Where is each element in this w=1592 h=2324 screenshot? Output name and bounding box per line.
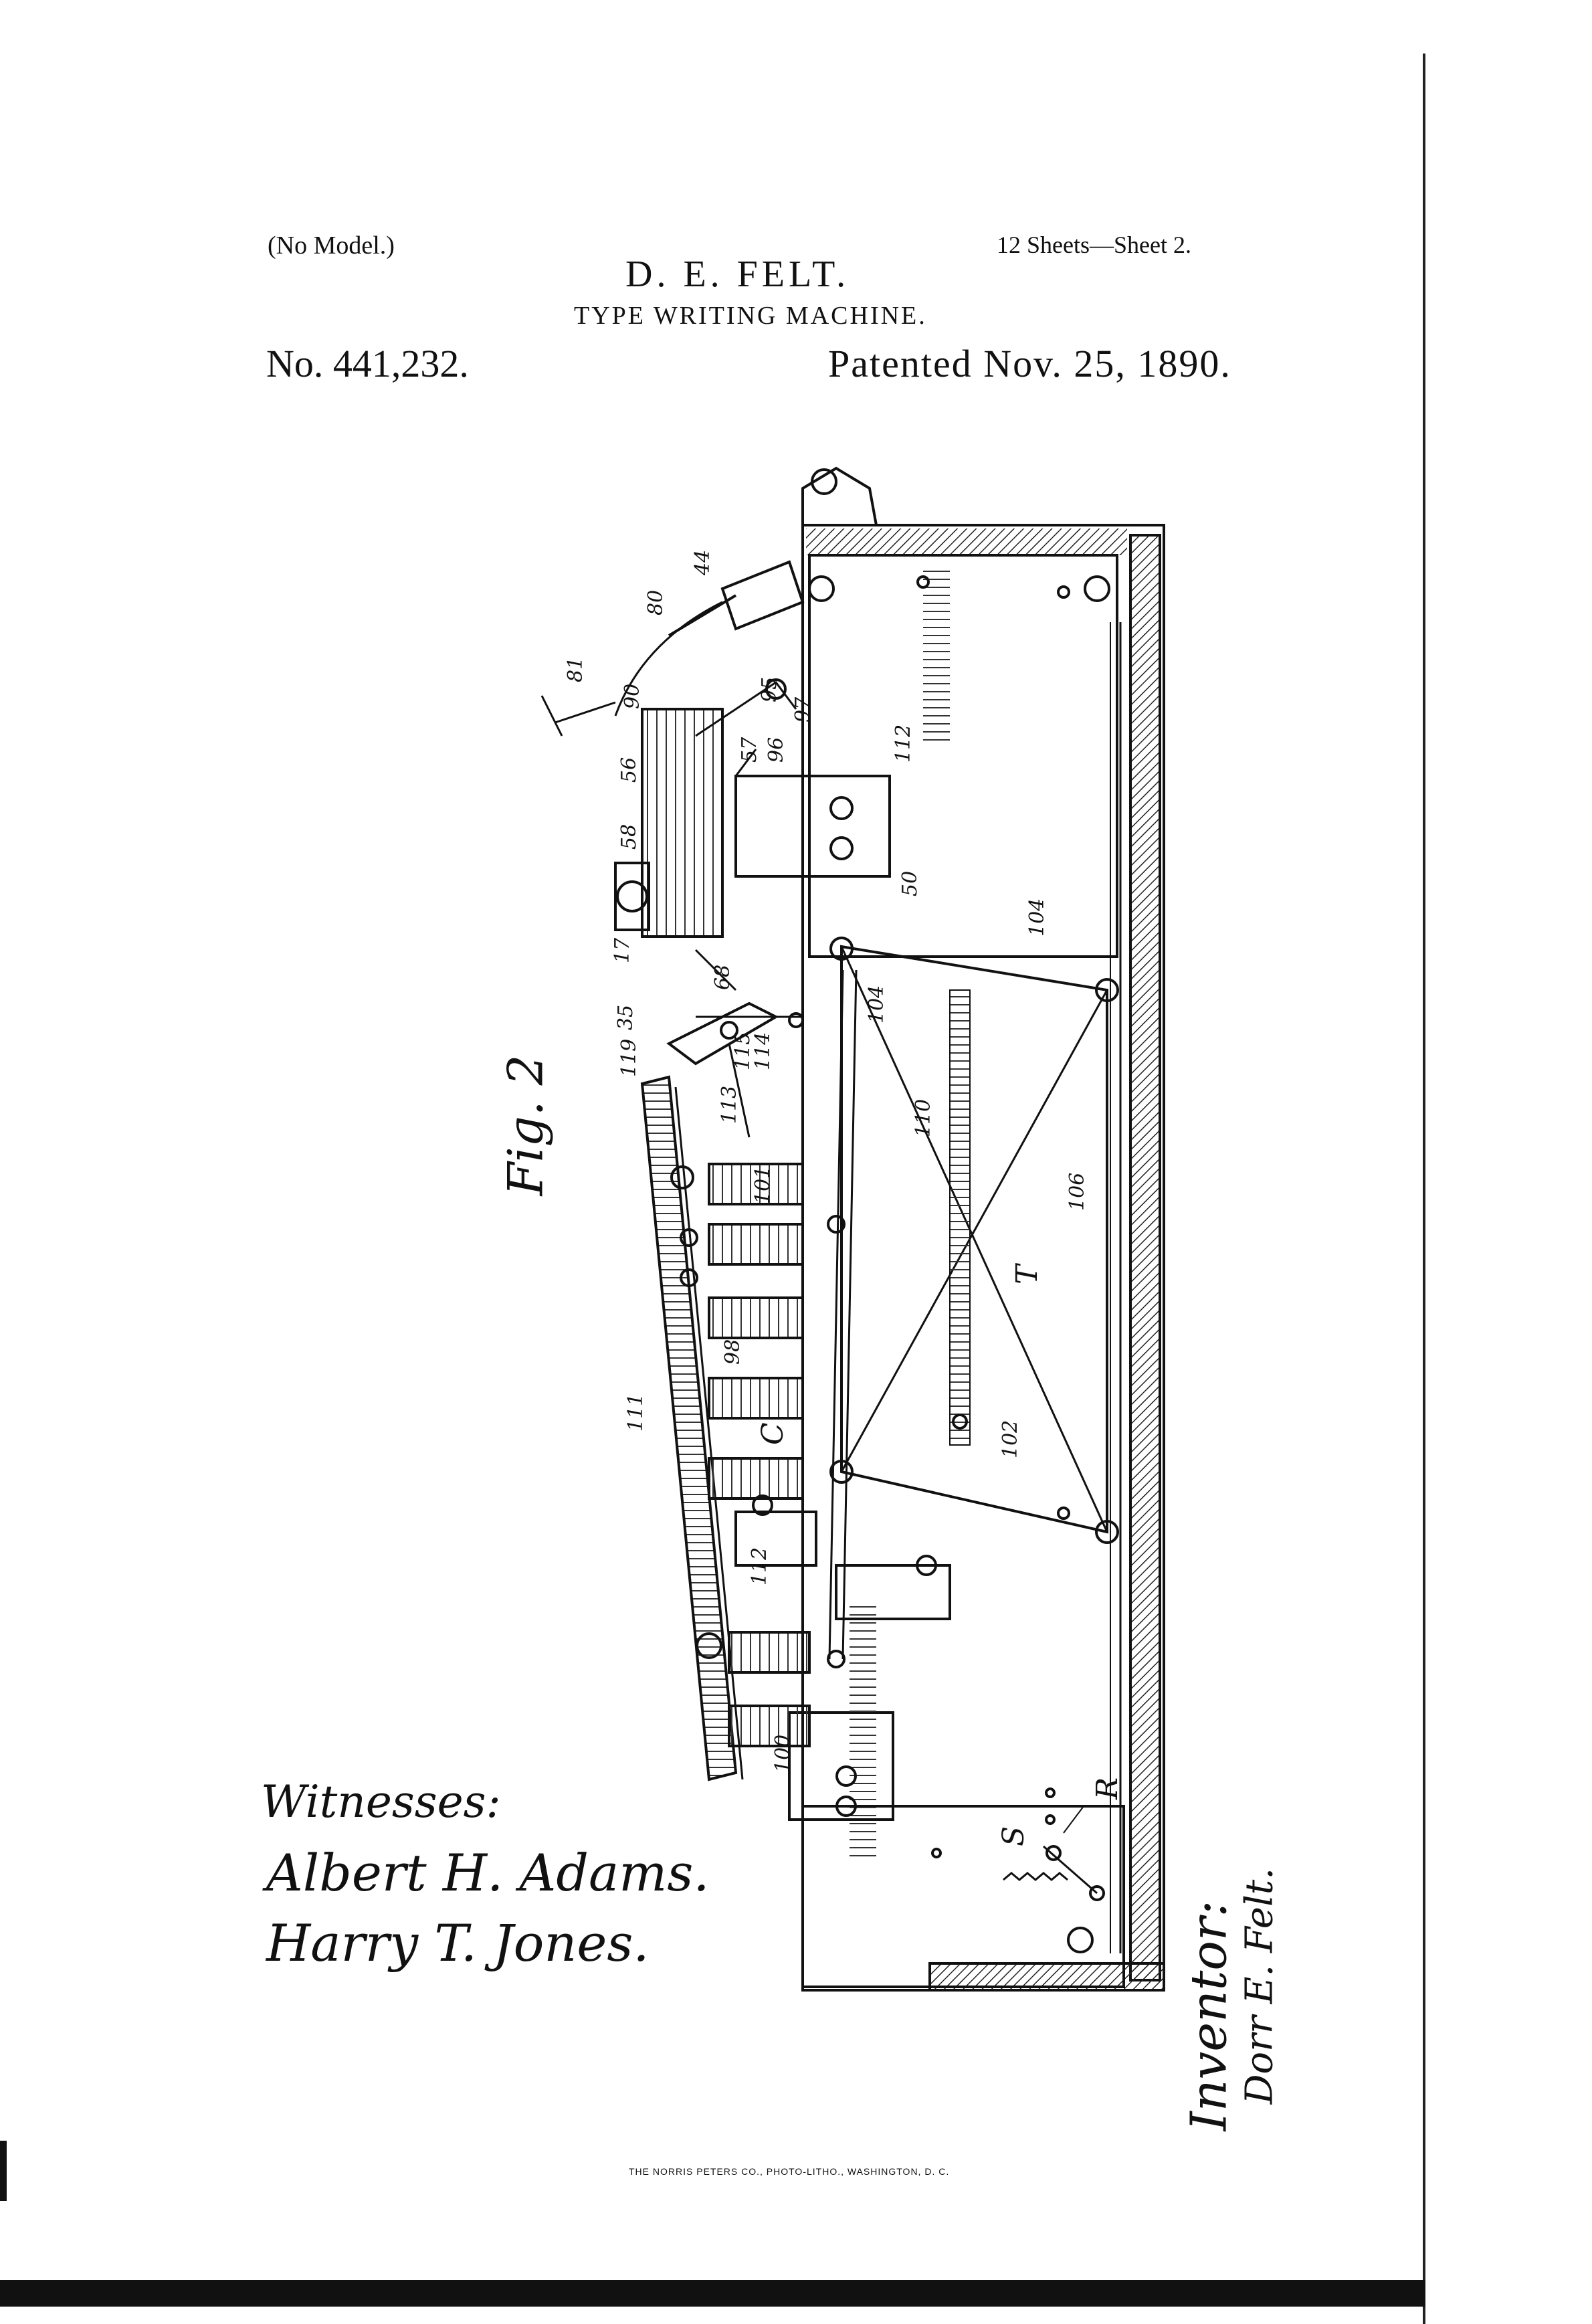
inventor-signature: Dorr E. Felt. (1237, 1867, 1282, 2105)
svg-text:35: 35 (614, 1005, 637, 1030)
svg-text:106: 106 (1066, 1173, 1089, 1211)
svg-text:112: 112 (748, 1547, 771, 1585)
svg-text:80: 80 (644, 590, 668, 615)
svg-text:81: 81 (564, 657, 587, 682)
svg-text:S: S (997, 1826, 1031, 1846)
svg-text:96: 96 (765, 737, 788, 763)
scan-left-mark (0, 2141, 7, 2201)
carriage-roll (540, 560, 805, 991)
inventor-signature-block: Inventor: Dorr E. Felt. (1181, 1757, 1282, 2131)
patent-date: Patented Nov. 25, 1890. (828, 342, 1231, 385)
witness-signature-2: Harry T. Jones. (266, 1913, 650, 1973)
svg-text:100: 100 (771, 1735, 795, 1773)
svg-text:68: 68 (711, 965, 734, 990)
svg-text:44: 44 (691, 550, 714, 576)
sheet-count: 12 Sheets—Sheet 2. (997, 231, 1191, 258)
figure-label: Fig. 2 (497, 1054, 554, 1196)
svg-text:90: 90 (621, 684, 644, 709)
svg-text:56: 56 (617, 757, 641, 783)
reference-numerals: 44 80 81 90 56 58 95 57 96 97 112 50 104… (564, 550, 1124, 1846)
svg-text:102: 102 (999, 1420, 1022, 1458)
witnesses-label: Witnesses: (261, 1776, 501, 1828)
svg-text:95: 95 (758, 677, 781, 702)
page-edge-rule (1423, 54, 1425, 2324)
svg-text:R: R (1090, 1777, 1124, 1800)
keyboard-bank (640, 1001, 811, 1781)
svg-text:50: 50 (898, 871, 922, 896)
svg-text:98: 98 (721, 1339, 744, 1365)
svg-text:110: 110 (912, 1099, 935, 1137)
model-note: (No Model.) (268, 231, 395, 260)
svg-text:119: 119 (617, 1039, 641, 1077)
svg-text:113: 113 (718, 1086, 741, 1124)
svg-text:114: 114 (751, 1032, 775, 1070)
svg-text:97: 97 (791, 696, 815, 722)
patent-number: No. 441,232. (266, 342, 469, 385)
svg-text:C: C (756, 1422, 790, 1445)
inventor-label: Inventor: (1180, 1900, 1238, 2131)
svg-text:104: 104 (1025, 898, 1049, 937)
svg-text:111: 111 (624, 1393, 648, 1432)
inventor-name-heading: D. E. FELT. (625, 254, 850, 295)
patent-title: TYPE WRITING MACHINE. (574, 302, 927, 330)
svg-text:58: 58 (617, 824, 641, 850)
svg-text:57: 57 (738, 737, 761, 763)
svg-text:112: 112 (892, 724, 915, 763)
svg-text:T: T (1010, 1262, 1044, 1284)
printer-imprint: THE NORRIS PETERS CO., PHOTO-LITHO., WAS… (629, 2166, 950, 2177)
scan-bottom-border (0, 2280, 1425, 2307)
svg-text:115: 115 (731, 1032, 755, 1070)
witness-signature-1: Albert H. Adams. (266, 1843, 710, 1903)
svg-text:104: 104 (865, 985, 888, 1024)
svg-text:17: 17 (611, 937, 634, 963)
svg-text:101: 101 (751, 1166, 775, 1204)
